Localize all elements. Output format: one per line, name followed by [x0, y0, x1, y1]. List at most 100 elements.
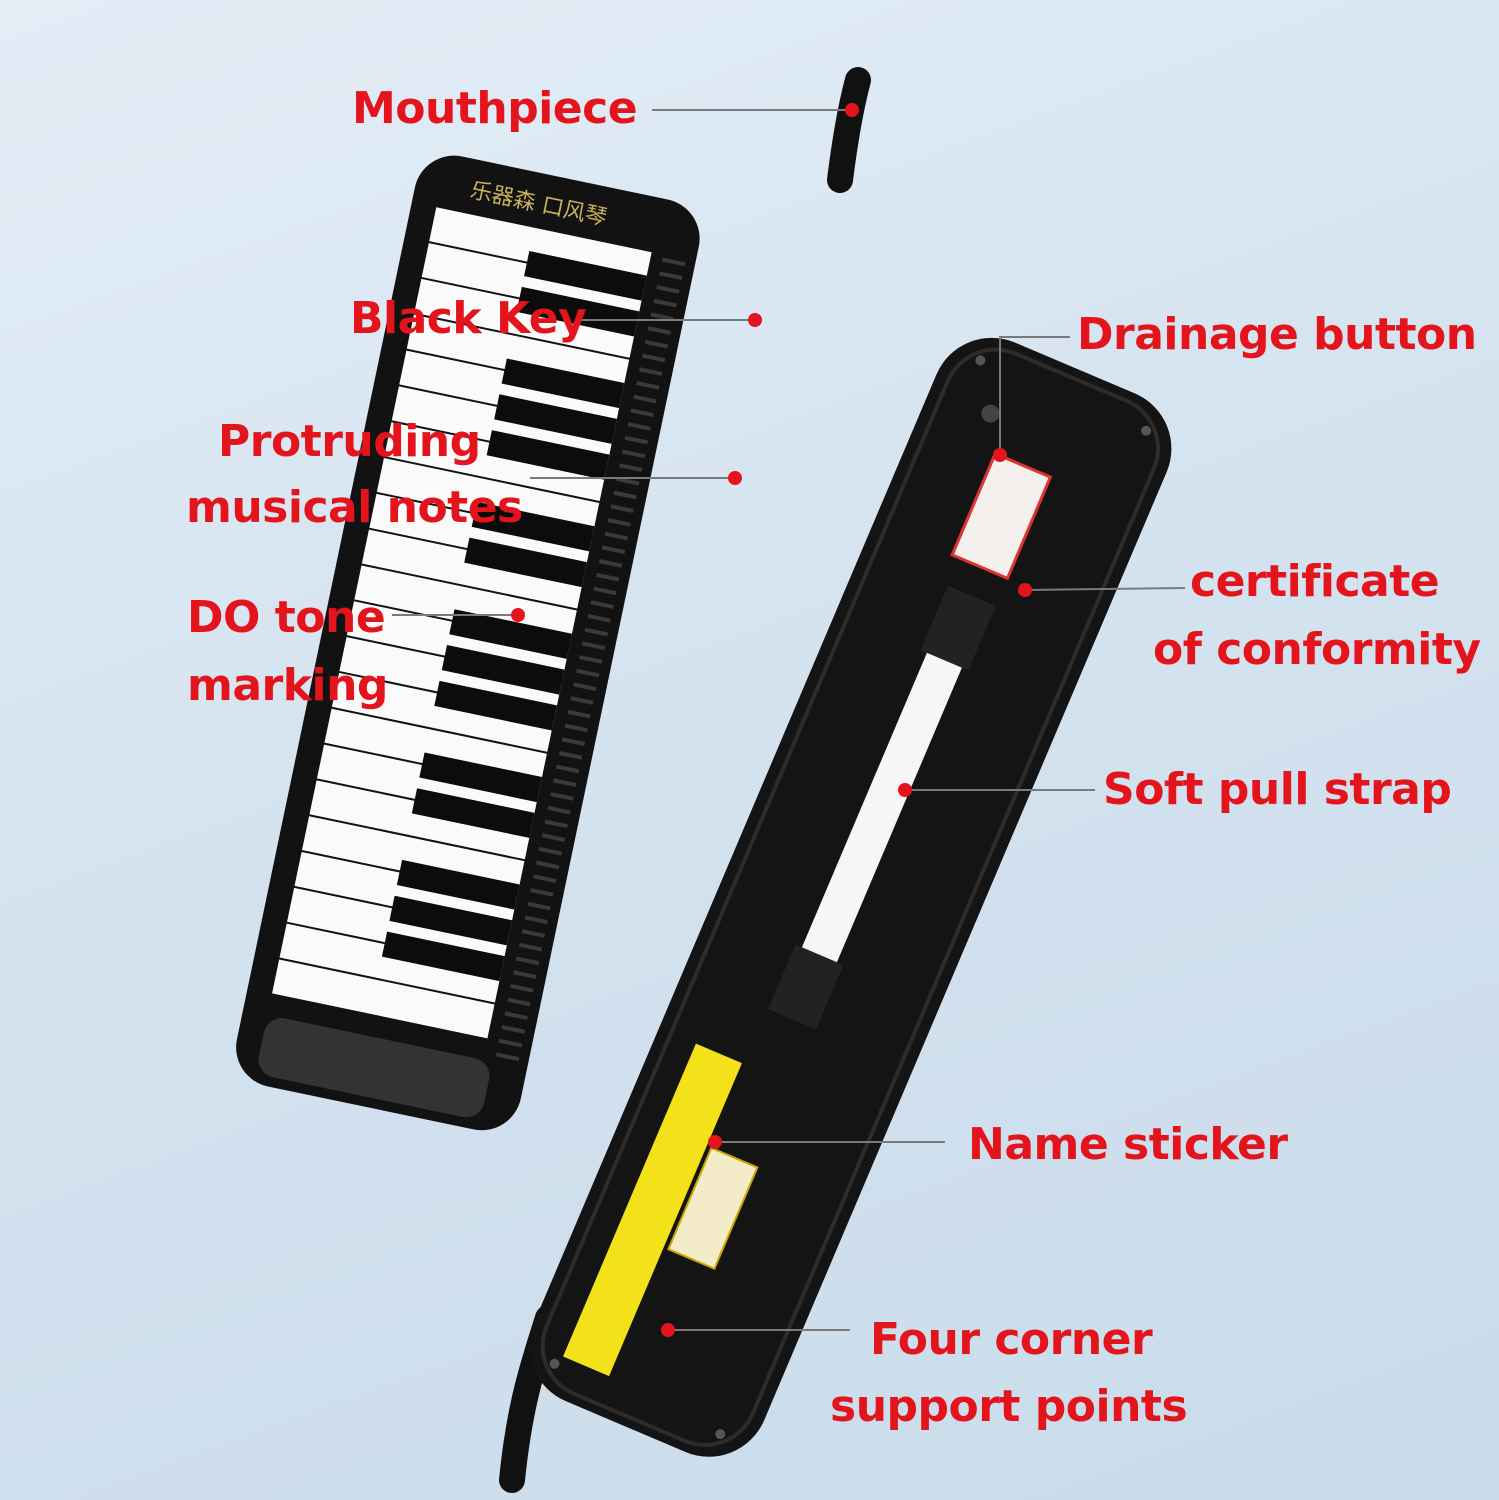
side-ridge — [653, 298, 677, 308]
side-ridge — [661, 257, 686, 267]
certificate-sticker — [950, 451, 1053, 581]
label-mouthpiece: Mouthpiece — [352, 83, 638, 134]
side-ridge — [515, 956, 540, 966]
side-ridge — [636, 381, 660, 390]
side-ridge — [570, 696, 594, 705]
side-ridge — [507, 997, 531, 1007]
black-key — [516, 286, 640, 337]
side-ridge — [630, 408, 654, 418]
label-four-corner-2: support points — [830, 1381, 1188, 1432]
side-ridge — [619, 463, 643, 472]
side-ridge — [616, 476, 640, 486]
side-ridge — [621, 449, 646, 459]
white-key — [272, 959, 495, 1039]
label-black-key: Black Key — [350, 293, 587, 344]
side-ridge — [601, 545, 626, 555]
side-ridge — [584, 627, 608, 637]
side-ridge — [567, 709, 591, 719]
black-key — [441, 645, 565, 695]
side-ridge — [604, 531, 629, 541]
side-ridge — [547, 805, 571, 815]
black-key — [464, 537, 587, 588]
side-ridge — [501, 1025, 525, 1034]
black-key — [524, 251, 647, 301]
side-ridge — [521, 929, 546, 938]
side-ridge — [535, 860, 560, 870]
side-ridge — [581, 641, 606, 651]
black-key — [434, 680, 557, 731]
side-ridge — [530, 888, 554, 897]
side-ridge — [573, 682, 597, 692]
side-ridge — [610, 504, 634, 513]
side-ridge — [596, 572, 620, 582]
side-ridge — [510, 983, 534, 993]
marker-dots — [511, 103, 1032, 1337]
side-ridge — [639, 367, 663, 376]
side-ridge — [659, 271, 683, 281]
melodica-front: 乐器森 口风琴 — [236, 67, 871, 1131]
label-do-tone-1: DO tone — [187, 592, 386, 643]
side-ridge — [495, 1052, 520, 1062]
white-key — [279, 923, 502, 1003]
drainage-button — [981, 404, 1000, 423]
side-ridge — [564, 723, 588, 733]
side-ridge — [598, 559, 623, 568]
side-ridge — [541, 833, 566, 842]
side-ridge — [524, 915, 548, 925]
label-certificate-2: of conformity — [1153, 624, 1481, 675]
label-four-corner-1: Four corner — [870, 1314, 1153, 1365]
leader-lines — [392, 109, 1186, 1331]
black-key — [486, 430, 610, 480]
side-ridge — [641, 353, 666, 363]
yellow-sticker — [563, 1043, 742, 1377]
side-ridge — [590, 600, 614, 609]
label-protruding-1: Protruding — [218, 416, 481, 467]
side-ridge — [556, 764, 580, 774]
label-name-sticker: Name sticker — [968, 1119, 1288, 1170]
black-key — [501, 358, 625, 409]
black-key — [381, 931, 505, 982]
mouthpiece-tube — [827, 67, 871, 193]
pull-strap — [801, 652, 962, 963]
white-key — [384, 422, 607, 502]
side-ridge — [527, 901, 551, 911]
black-key — [411, 788, 535, 838]
side-ridge — [624, 435, 649, 445]
side-ridge — [613, 490, 637, 500]
black-key — [389, 895, 513, 946]
black-key — [449, 609, 572, 659]
black-key — [471, 501, 595, 552]
white-key — [414, 278, 637, 358]
label-soft-pull-strap: Soft pull strap — [1103, 764, 1452, 815]
side-ridge — [650, 312, 674, 322]
side-ridge — [538, 846, 563, 856]
white-key — [331, 672, 555, 752]
side-ridge — [593, 586, 617, 596]
side-ridge — [647, 326, 671, 335]
side-ridge — [644, 339, 669, 349]
side-ridge — [607, 518, 631, 527]
side-ridge — [656, 285, 680, 294]
black-key — [419, 752, 543, 803]
side-ridge — [587, 613, 611, 623]
label-certificate-1: certificate — [1190, 556, 1440, 607]
side-ridge — [633, 394, 657, 404]
side-ridge — [533, 874, 557, 883]
name-sticker — [667, 1146, 759, 1271]
side-ridge — [576, 668, 600, 678]
black-key — [494, 394, 617, 444]
side-ridge — [553, 778, 577, 788]
white-key — [309, 780, 532, 860]
label-protruding-2: musical notes — [186, 482, 523, 533]
white-key — [361, 529, 585, 609]
side-ridge — [627, 422, 651, 431]
side-ridge — [518, 942, 543, 952]
side-ridge — [561, 737, 586, 746]
side-ridge — [513, 970, 537, 979]
side-ridge — [504, 1011, 528, 1021]
side-ridge — [498, 1038, 523, 1048]
label-drainage-button: Drainage button — [1077, 309, 1477, 360]
melodica-back — [499, 337, 1172, 1493]
label-do-tone-2: marking — [187, 660, 388, 711]
